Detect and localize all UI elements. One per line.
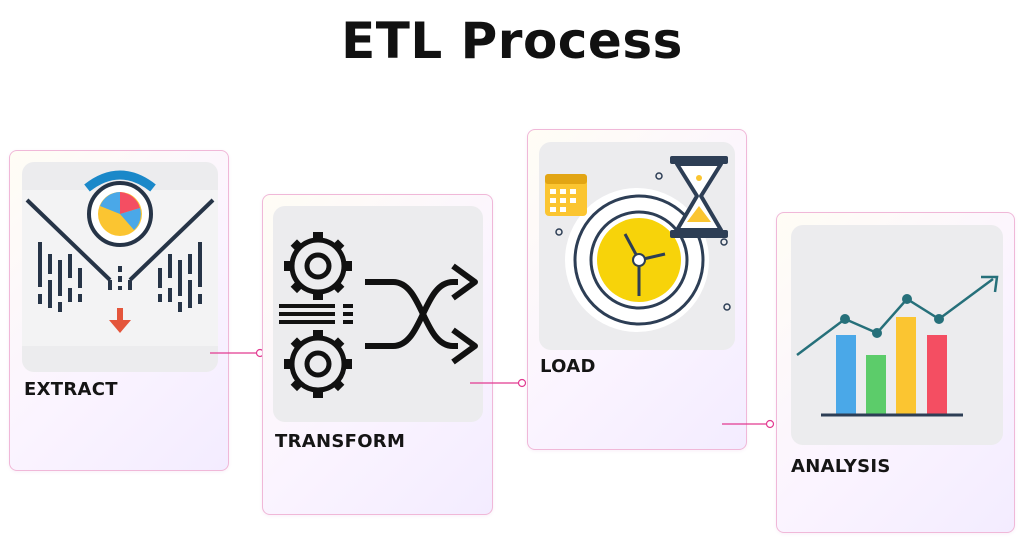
transform-image-panel — [273, 206, 483, 422]
funnel-pie-chart-icon — [22, 170, 218, 346]
step-label-load: LOAD — [540, 356, 596, 377]
extract-card: EXTRACT — [9, 150, 229, 471]
load-image-panel — [539, 142, 735, 350]
page-title: ETL Process — [341, 12, 683, 70]
step-label-analysis: ANALYSIS — [791, 456, 891, 477]
bar-chart-trend-icon — [796, 275, 999, 417]
connector-line — [722, 419, 775, 429]
transform-card: TRANSFORM — [262, 194, 493, 515]
connector-line — [210, 348, 265, 358]
analysis-image-panel — [791, 225, 1003, 445]
analysis-card: ANALYSIS — [776, 212, 1015, 533]
connector-line — [470, 378, 527, 388]
gears-shuffle-icon — [279, 232, 478, 398]
load-card: LOAD — [527, 129, 747, 450]
gear-clock-hourglass-icon — [545, 156, 731, 332]
extract-image-panel — [22, 162, 218, 372]
step-label-extract: EXTRACT — [24, 379, 118, 400]
step-label-transform: TRANSFORM — [275, 431, 406, 452]
